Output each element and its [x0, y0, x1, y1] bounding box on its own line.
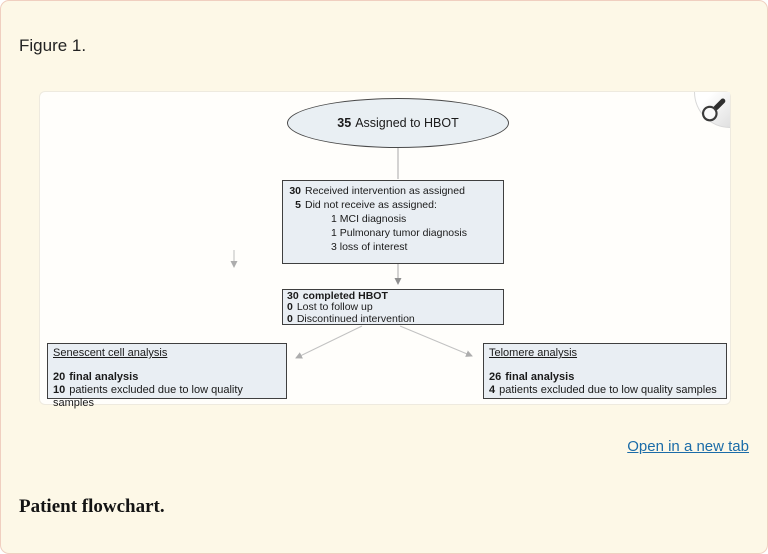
line-text: completed HBOT [302, 290, 388, 302]
flow-line: 5 Did not receive as assigned: [287, 198, 499, 212]
magnifier-icon [701, 98, 726, 122]
flow-subline: 3 loss of interest [331, 241, 408, 253]
count-value: 0 [287, 301, 293, 314]
count-value: 4 [489, 384, 496, 396]
box-received-intervention: 30 Received intervention as assigned 5 Did… [282, 180, 504, 264]
count-value: 20 [53, 371, 66, 383]
open-in-new-tab-link[interactable]: Open in a new tab [627, 438, 749, 455]
blank-line [489, 360, 721, 371]
count-value: 30 [289, 185, 301, 197]
count-value: 0 [287, 312, 293, 325]
count-value: 10 [53, 384, 66, 396]
line-text: final analysis [69, 371, 139, 383]
flow-line: 30 Received intervention as assigned [287, 184, 499, 198]
line-text: final analysis [505, 371, 575, 383]
flow-subline: 1 Pulmonary tumor diagnosis [331, 227, 467, 239]
line-text: patients excluded due to low quality sam… [499, 384, 717, 396]
box-title: Senescent cell analysis [53, 347, 168, 359]
line-text: Received intervention as assigned [305, 185, 465, 197]
flow-subline: 1 MCI diagnosis [331, 213, 407, 225]
line-text: patients excluded due to low quality sam… [53, 384, 243, 409]
blank-line [53, 360, 281, 371]
line-text: Lost to follow up [296, 301, 373, 314]
line-text: Discontinued intervention [296, 312, 415, 325]
figure-caption: Patient flowchart. [19, 496, 165, 517]
node-assigned-hbot: 35 Assigned to HBOT [287, 98, 509, 148]
figure-image-panel[interactable]: 35 Assigned to HBOT 30 Received intervent… [39, 91, 731, 409]
node-label: Assigned to HBOT [355, 116, 459, 130]
zoom-figure-button[interactable] [694, 92, 730, 128]
open-link-row: Open in a new tab [627, 438, 749, 456]
count-value: 5 [295, 199, 301, 211]
line-text: Did not receive as assigned: [305, 199, 437, 211]
figure-label: Figure 1. [19, 36, 87, 55]
count-value: 35 [337, 116, 352, 130]
box-title: Telomere analysis [489, 347, 578, 359]
count-value: 26 [489, 371, 502, 383]
count-value: 30 [287, 290, 299, 302]
